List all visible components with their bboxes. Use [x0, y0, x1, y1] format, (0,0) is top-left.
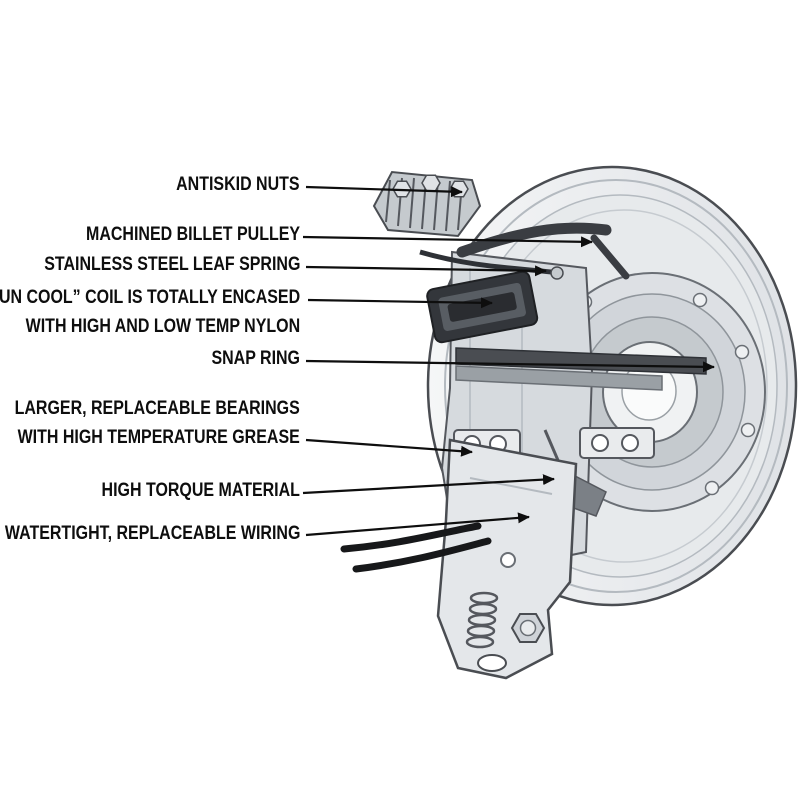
callout-snap-ring: SNAP RING [211, 344, 300, 373]
arrow-machined-billet-pulley [302, 235, 593, 248]
callout-run-cool-coil: “RUN COOL” COIL IS TOTALLY ENCASED WITH … [0, 283, 300, 341]
callout-machined-billet-pulley: MACHINED BILLET PULLEY [86, 220, 300, 249]
arrow-run-cool-coil [307, 297, 493, 309]
arrow-snap-ring [305, 359, 715, 373]
antiskid-nut [421, 174, 441, 192]
callout-line: MACHINED BILLET PULLEY [85, 223, 300, 245]
bracket-slot [477, 654, 507, 672]
callout-stainless-steel-leaf-spring: STAINLESS STEEL LEAF SPRING [44, 250, 300, 279]
callout-line: SNAP RING [211, 347, 300, 369]
callout-line: WATERTIGHT, REPLACEABLE WIRING [4, 522, 300, 544]
callout-antiskid-nuts: ANTISKID NUTS [177, 170, 300, 199]
callout-line: ANTISKID NUTS [176, 173, 300, 195]
pulley-rim-channel [456, 222, 630, 280]
callout-high-torque-material: HIGH TORQUE MATERIAL [102, 476, 300, 505]
arrow-high-torque-material [302, 474, 555, 495]
hub-bolt-hole [704, 480, 720, 496]
arrow-stainless-steel-leaf-spring [305, 265, 547, 277]
callout-line: “RUN COOL” COIL IS TOTALLY ENCASED [0, 286, 300, 308]
arrow-antiskid-nuts [305, 185, 463, 198]
mounting-bracket [436, 438, 578, 680]
antiskid-nut-assembly [372, 170, 482, 238]
callout-line: WITH HIGH TEMPERATURE GREASE [17, 426, 300, 448]
callout-replaceable-bearings: LARGER, REPLACEABLE BEARINGS WITH HIGH T… [15, 394, 300, 452]
callout-line: LARGER, REPLACEABLE BEARINGS [14, 397, 300, 419]
callout-line: STAINLESS STEEL LEAF SPRING [43, 253, 300, 275]
power-wires [340, 522, 492, 573]
hub-bolt-hole [740, 422, 756, 438]
callout-line: WITH HIGH AND LOW TEMP NYLON [25, 315, 300, 337]
clutch-illustration [340, 165, 798, 680]
callout-watertight-wiring: WATERTIGHT, REPLACEABLE WIRING [4, 519, 300, 548]
callout-line: HIGH TORQUE MATERIAL [101, 479, 300, 501]
callout-arrows [302, 185, 715, 537]
hub-bolt-hole [692, 292, 708, 308]
antiskid-nut [449, 180, 469, 198]
arrow-watertight-wiring [305, 512, 530, 537]
hub-bolt-hole [734, 344, 750, 360]
bracket-spring [465, 591, 499, 649]
snap-ring-plate [455, 347, 707, 391]
arrow-replaceable-bearings [305, 438, 473, 457]
